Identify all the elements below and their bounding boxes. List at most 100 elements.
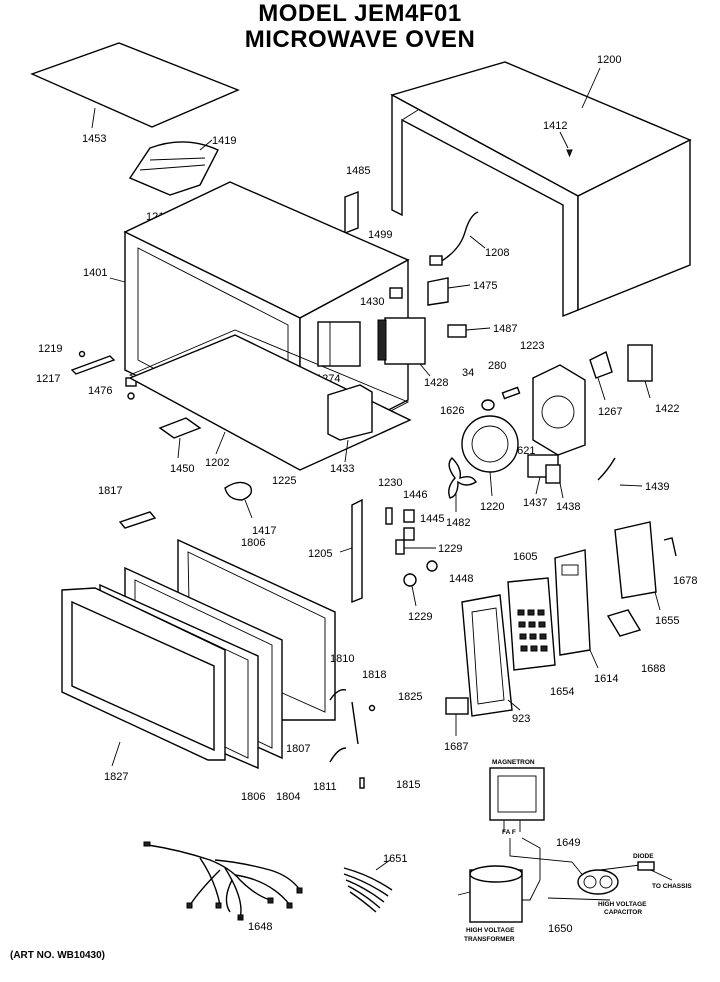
part-1438-bracket [545,464,564,499]
product-title: MICROWAVE OVEN [244,26,476,53]
label-1482: 1482 [446,517,470,529]
schematic-magnetron-label: MAGNETRON [492,759,535,766]
label-280: 280 [488,360,506,372]
part-1422-switch [627,344,653,399]
label-1438: 1438 [556,501,580,513]
part-1655-relay-board [614,521,661,611]
label-1208: 1208 [485,247,509,259]
part-1274-transformer [317,321,361,367]
model-title: MODEL JEM4F01 [258,0,462,27]
label-1205: 1205 [308,548,332,560]
part-1687-knob [445,697,469,736]
part-1688-switch [606,609,642,637]
part-1815-pin [359,777,365,789]
label-1401: 1401 [83,267,107,279]
label-1446: 1446 [403,489,427,501]
part-1433-box [327,384,373,463]
part-1810-hook [329,689,347,701]
label-1825: 1825 [398,691,422,703]
part-1219-screw [78,350,86,358]
part-1648-wire-harness [143,841,303,921]
part-1654-touchpad [507,577,556,671]
part-1200-outer-case [390,61,692,318]
label-1807: 1807 [286,743,310,755]
label-1475: 1475 [473,280,497,292]
label-1417: 1417 [252,525,276,537]
schematic-hv-transformer [457,865,523,923]
schematic-hv-transformer-label-1: HIGH VOLTAGE [466,927,515,934]
label-1445: 1445 [420,513,444,525]
part-1229-spring-a [395,539,436,555]
part-1229-spring-b [403,573,417,607]
part-1817-hinge [118,511,157,529]
label-1453: 1453 [82,133,106,145]
label-1650: 1650 [548,923,572,935]
part-1614-control-board [554,549,599,669]
part-1678-clip [663,537,677,557]
label-1200: 1200 [597,54,621,66]
label-1430: 1430 [360,296,384,308]
part-1651-jumper-wires [343,859,393,913]
label-1219: 1219 [38,343,62,355]
part-1827-door-front [61,587,226,767]
schematic-hv-capacitor-label-2: CAPACITOR [604,909,642,916]
part-1439-wire [597,457,643,487]
label-1230: 1230 [378,477,402,489]
label-923: 923 [512,713,530,725]
part-34-clip [481,399,495,411]
schematic-hv-transformer-label-2: TRANSFORMER [464,936,515,943]
schematic-magnetron [489,767,545,832]
art-number: (ART NO. WB10430) [10,950,106,961]
schematic-hv-capacitor-label-1: HIGH VOLTAGE [598,901,647,908]
label-1202: 1202 [205,457,229,469]
label-1422: 1422 [655,403,679,415]
label-1419: 1419 [212,135,236,147]
label-1412: 1412 [543,120,567,132]
part-1267-bracket [589,351,613,401]
label-1810: 1810 [330,653,354,665]
label-1450: 1450 [170,463,194,475]
label-1649: 1649 [556,837,580,849]
part-1217-latch [70,355,116,375]
label-1655: 1655 [655,615,679,627]
label-1626: 1626 [440,405,464,417]
label-1223: 1223 [520,340,544,352]
label-1487: 1487 [493,323,517,335]
label-1811: 1811 [313,781,337,793]
part-280-pin [501,386,521,400]
label-1651: 1651 [383,853,407,865]
label-1806-a: 1806 [241,537,265,549]
part-1448-cam [426,560,438,572]
part-1445-switch [403,527,415,541]
label-1220: 1220 [480,501,504,513]
label-1648: 1648 [248,921,272,933]
label-1437: 1437 [523,497,547,509]
label-1678: 1678 [673,575,697,587]
schematic-diode [637,861,655,871]
label-1654: 1654 [550,686,574,698]
label-1817: 1817 [98,485,122,497]
schematic-to-chassis-label: TO CHASSIS [652,883,692,890]
part-1825-screw [368,704,376,712]
label-1229-b: 1229 [408,611,432,623]
part-1485-plate [344,190,359,235]
part-1475-switch [427,277,471,306]
label-34: 34 [462,367,474,379]
part-1818-arm [351,701,359,745]
part-1446-switch [403,509,415,523]
label-1267: 1267 [598,406,622,418]
label-1225: 1225 [272,475,296,487]
label-1806-b: 1806 [241,791,265,803]
label-1827: 1827 [104,771,128,783]
part-1453-panel [30,42,240,129]
label-1688: 1688 [641,663,665,675]
label-1476: 1476 [88,385,112,397]
label-1804: 1804 [276,791,300,803]
label-1485: 1485 [346,165,370,177]
label-1605: 1605 [513,551,537,563]
part-1220-fan-shroud [461,415,519,497]
label-1687: 1687 [444,741,468,753]
label-1448: 1448 [449,573,473,585]
part-1428-magnetron [377,317,431,377]
